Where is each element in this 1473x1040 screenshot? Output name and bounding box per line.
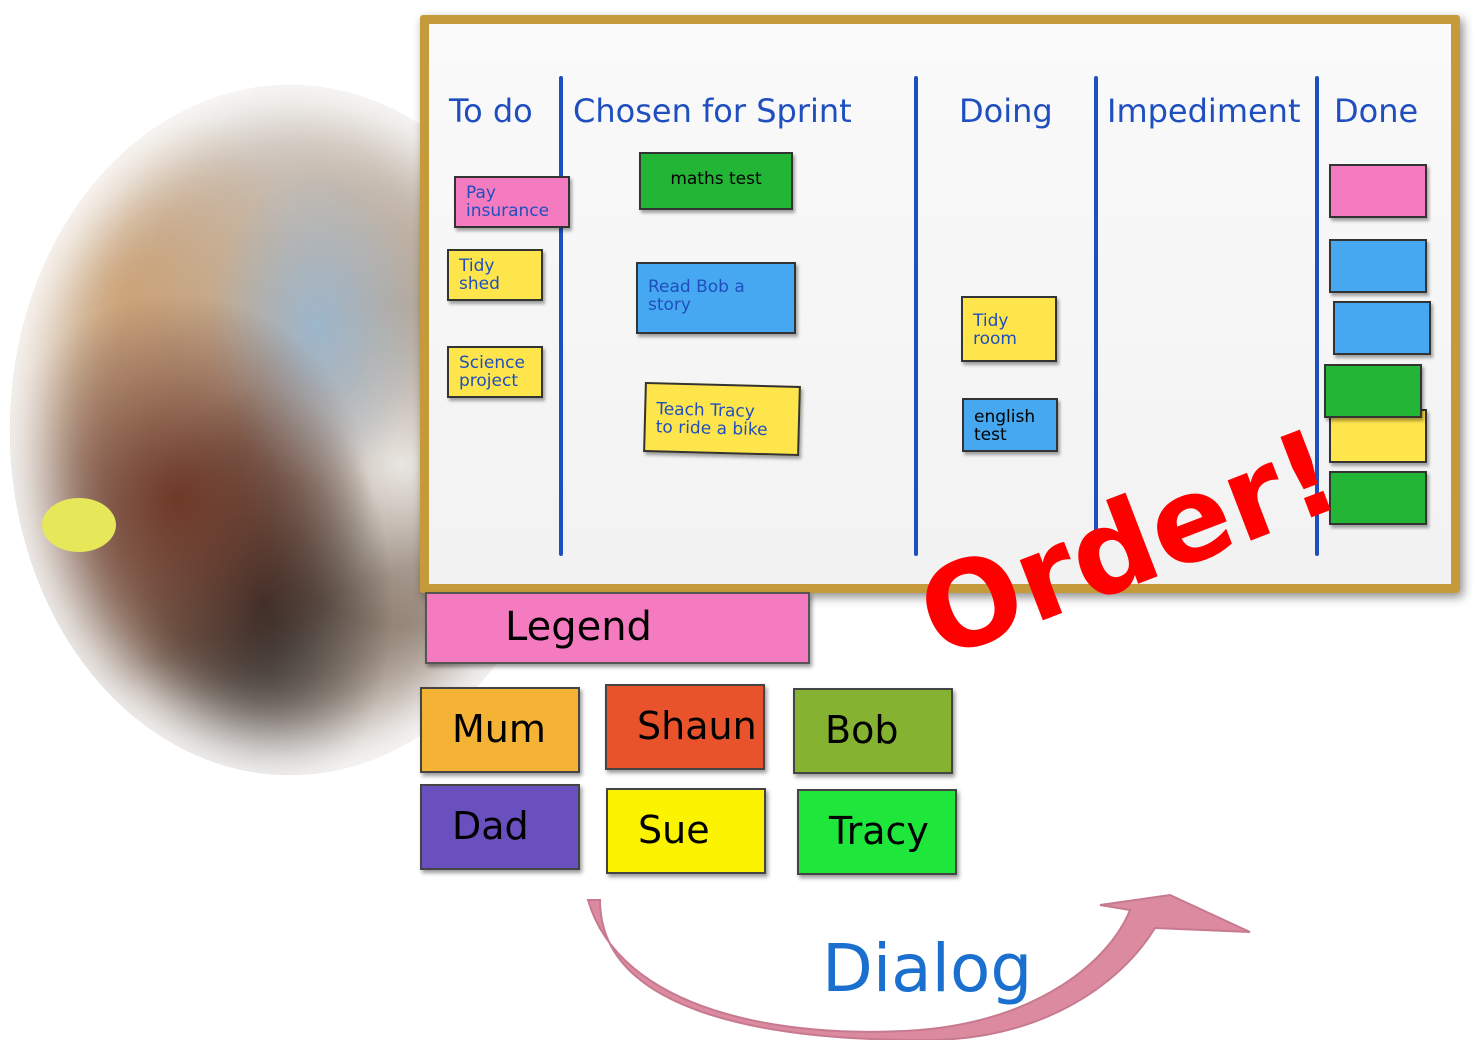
column-header-chosen-for-sprint: Chosen for Sprint	[573, 92, 852, 130]
legend-card-dad: Dad	[420, 784, 580, 870]
curved-arrow-shape	[586, 893, 1251, 1040]
column-divider	[1094, 76, 1098, 556]
sprint-note[interactable]: maths test	[639, 152, 793, 210]
dialog-annotation: Dialog	[822, 930, 1033, 1007]
done-note[interactable]	[1333, 301, 1431, 355]
column-header-todo: To do	[449, 92, 533, 130]
todo-note[interactable]: Science project	[447, 346, 543, 398]
legend-card-tracy: Tracy	[797, 789, 957, 875]
todo-note[interactable]: Pay insurance	[454, 176, 570, 228]
sprint-note[interactable]: Read Bob a story	[636, 262, 796, 334]
column-header-impediment: Impediment	[1107, 92, 1301, 130]
doing-note[interactable]: english test	[962, 398, 1058, 452]
column-divider	[914, 76, 918, 556]
column-divider	[1315, 76, 1319, 556]
legend-title: Legend	[425, 592, 810, 664]
legend-card-bob: Bob	[793, 688, 953, 774]
column-header-done: Done	[1334, 92, 1419, 130]
kanban-board: To do Chosen for Sprint Doing Impediment…	[420, 15, 1460, 593]
doing-note[interactable]: Tidy room	[961, 296, 1057, 362]
done-note[interactable]	[1329, 164, 1427, 218]
legend-card-shaun: Shaun	[605, 684, 765, 770]
done-note[interactable]	[1329, 409, 1427, 463]
column-header-doing: Doing	[959, 92, 1053, 130]
legend-card-sue: Sue	[606, 788, 766, 874]
column-divider	[559, 76, 563, 556]
legend-card-mum: Mum	[420, 687, 580, 773]
photo-highlight	[42, 498, 116, 552]
done-note[interactable]	[1324, 364, 1422, 418]
done-note[interactable]	[1329, 471, 1427, 525]
done-note[interactable]	[1329, 239, 1427, 293]
todo-note[interactable]: Tidy shed	[447, 249, 543, 301]
